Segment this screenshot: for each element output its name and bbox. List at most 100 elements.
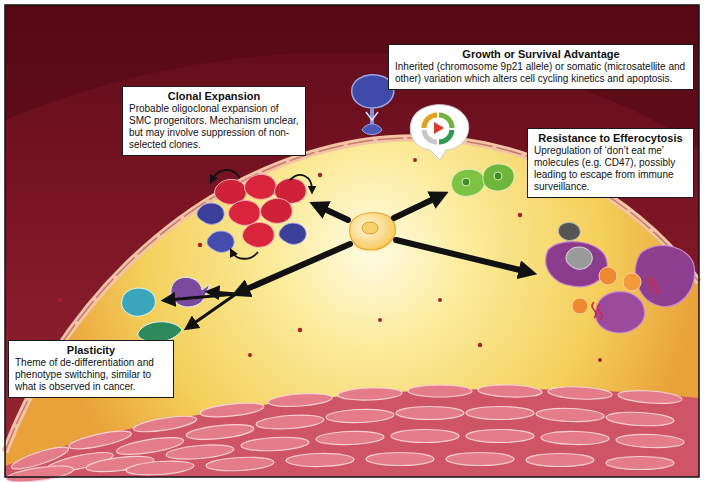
cycle-arc	[439, 130, 452, 142]
box-body: Inherited (chromosome 9p21 allele) or so…	[395, 61, 687, 85]
smc	[256, 413, 325, 431]
red-smc	[229, 200, 261, 225]
box-heading: Resistance to Efferocytosis	[534, 132, 687, 145]
macrophage	[546, 242, 607, 287]
plasticity-cells	[122, 277, 210, 342]
macrophage	[635, 245, 694, 306]
dot	[298, 328, 302, 332]
box-heading: Growth or Survival Advantage	[395, 48, 687, 61]
box-body: Probable oligoclonal expansion of SMC pr…	[129, 103, 299, 151]
vessel-lumen	[5, 5, 699, 477]
dot	[438, 298, 442, 302]
curved-arrow	[290, 175, 312, 190]
smc	[536, 407, 604, 422]
suppression-arrows	[212, 170, 312, 259]
smc	[466, 407, 534, 420]
wave	[598, 304, 602, 320]
apoptotic-cell	[566, 247, 592, 269]
pathway-arrows	[240, 196, 528, 292]
smc	[616, 433, 684, 448]
smc	[5, 463, 74, 482]
curved-arrow	[212, 170, 240, 180]
smc	[466, 430, 534, 443]
smc	[316, 430, 384, 445]
dead-cell	[558, 223, 580, 241]
wave	[654, 278, 658, 294]
smc	[541, 431, 609, 445]
wave	[592, 302, 596, 318]
green-cell	[451, 169, 484, 196]
smc	[408, 385, 472, 397]
smc	[606, 411, 675, 428]
dot	[598, 358, 602, 362]
plasticity-arrows	[168, 292, 236, 326]
clonal-cluster	[197, 174, 306, 252]
smooth-muscle-cells	[5, 384, 684, 482]
blue-smc	[207, 231, 234, 252]
media-layer	[5, 389, 699, 477]
smc	[606, 457, 674, 470]
red-smc	[243, 222, 275, 247]
smc	[548, 385, 613, 400]
smc	[446, 453, 514, 466]
smc	[268, 392, 333, 408]
dot	[378, 318, 382, 322]
box-body: Upregulation of ‘don’t eat me’ molecules…	[534, 145, 687, 193]
dot	[58, 298, 62, 302]
dot	[248, 353, 252, 357]
text-box: Resistance to EfferocytosisUpregulation …	[527, 128, 694, 198]
adhesion-receptor	[362, 124, 382, 135]
smc	[526, 454, 594, 467]
nucleus	[362, 222, 378, 234]
blue-smc	[279, 223, 306, 244]
smc	[286, 453, 354, 467]
smc	[396, 407, 464, 420]
purple-cell	[171, 277, 210, 307]
smc	[241, 436, 310, 453]
arrow	[396, 240, 528, 272]
lipid-droplets	[58, 158, 602, 362]
migration-arrow	[366, 112, 378, 120]
dot	[318, 173, 322, 177]
smc	[126, 459, 195, 477]
box-heading: Clonal Expansion	[129, 90, 299, 103]
arrow	[190, 294, 236, 326]
monocyte-tail	[370, 108, 374, 124]
arrow	[212, 292, 236, 294]
orange-cell	[623, 273, 641, 291]
smc	[326, 408, 394, 423]
smc	[366, 453, 434, 466]
red-smc	[245, 174, 277, 199]
smc	[200, 401, 265, 420]
teal-cell	[122, 288, 156, 316]
smc	[338, 387, 402, 401]
smc	[132, 413, 197, 435]
nucleus	[462, 178, 470, 186]
frame	[5, 5, 699, 477]
speech-bubble	[410, 105, 468, 160]
proliferating-cells	[451, 164, 514, 196]
cell-cycle-icon	[410, 105, 468, 160]
orange-cell	[572, 298, 588, 314]
text-box: PlasticityTheme of de-differentiation an…	[8, 340, 174, 398]
arrow	[394, 196, 440, 218]
dot	[518, 213, 522, 217]
curved-arrow	[232, 252, 258, 259]
nucleus	[494, 172, 502, 180]
dot	[413, 158, 417, 162]
box-heading: Plasticity	[15, 344, 167, 357]
cell-body	[350, 213, 396, 250]
red-smc	[261, 198, 293, 223]
smc	[618, 389, 683, 405]
macrophage	[595, 292, 644, 333]
box-body: Theme of de-differentiation and phenotyp…	[15, 357, 167, 393]
text-box: Growth or Survival AdvantageInherited (c…	[388, 44, 694, 90]
arrow	[318, 206, 348, 220]
cycle-pointer	[434, 122, 444, 134]
dot	[478, 343, 482, 347]
smc	[391, 430, 459, 443]
repulsion-waves	[592, 276, 658, 320]
arrow	[168, 294, 236, 300]
wave	[648, 276, 652, 292]
